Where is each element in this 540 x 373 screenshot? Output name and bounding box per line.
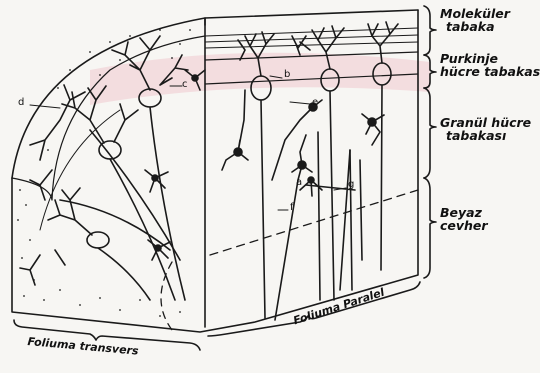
watermark-band bbox=[90, 53, 430, 105]
marker-d: d bbox=[18, 98, 24, 109]
marker-f: f bbox=[290, 203, 294, 214]
label-white-matter: Beyaz cevher bbox=[440, 206, 488, 232]
white-matter-boundary bbox=[210, 190, 418, 255]
purkinje-cell-transverse-2 bbox=[99, 141, 121, 159]
label-purkinje-layer: Purkinje hücre tabakası bbox=[440, 52, 540, 78]
label-molecular-layer: Moleküler tabaka bbox=[440, 7, 510, 33]
brace-molecular bbox=[424, 6, 436, 55]
brace-white-matter bbox=[424, 178, 436, 278]
marker-e: e bbox=[312, 98, 318, 109]
marker-a: a bbox=[296, 178, 302, 189]
label-molecular-line2: tabaka bbox=[440, 20, 510, 33]
brace-granular bbox=[424, 88, 436, 178]
label-granular-line2: tabakası bbox=[440, 129, 531, 142]
label-purkinje-line2: hücre tabakası bbox=[440, 65, 540, 78]
label-granular-layer: Granül hücre tabakası bbox=[440, 116, 531, 142]
label-white-line2: cevher bbox=[440, 219, 488, 232]
marker-b: b bbox=[284, 70, 290, 81]
marker-c: c bbox=[182, 80, 188, 91]
marker-g: g bbox=[348, 180, 354, 191]
